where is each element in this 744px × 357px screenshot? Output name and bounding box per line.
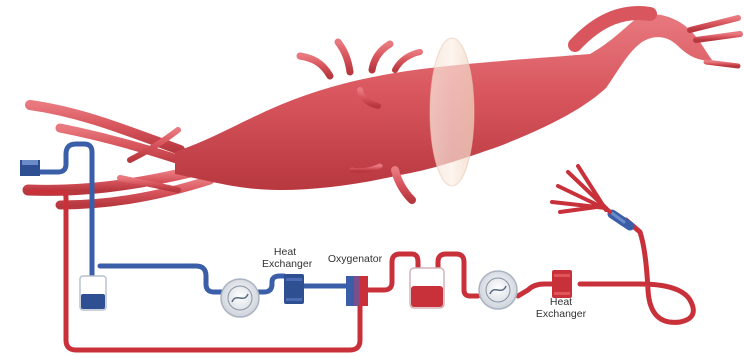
heat-exchanger-1-icon: [284, 274, 304, 304]
heat-exchanger-2-label-line1: Heat: [528, 296, 594, 308]
oxygenator-icon: [346, 276, 368, 306]
heat-exchanger-1-label-line1: Heat: [262, 246, 308, 258]
heat-exchanger-1-label: Heat Exchanger: [262, 246, 308, 270]
heat-exchanger-2-label-line2: Exchanger: [528, 308, 594, 320]
aorta-vessel: [28, 13, 740, 205]
venous-pump-icon: [221, 279, 259, 317]
venous-cannula-icon: [20, 160, 40, 176]
perfusion-cannula-icon: [552, 166, 630, 226]
heat-exchanger-2-icon: [552, 270, 572, 298]
aortic-graft-band: [430, 38, 474, 186]
venous-reservoir-icon: [80, 276, 106, 310]
heat-exchanger-2-label: Heat Exchanger: [528, 296, 594, 320]
arterial-reservoir-icon: [410, 268, 444, 308]
oxygenator-label: Oxygenator: [322, 253, 388, 265]
arterial-pump-icon: [479, 271, 517, 309]
arterial-line: [30, 192, 693, 350]
heat-exchanger-1-label-line2: Exchanger: [262, 258, 308, 270]
